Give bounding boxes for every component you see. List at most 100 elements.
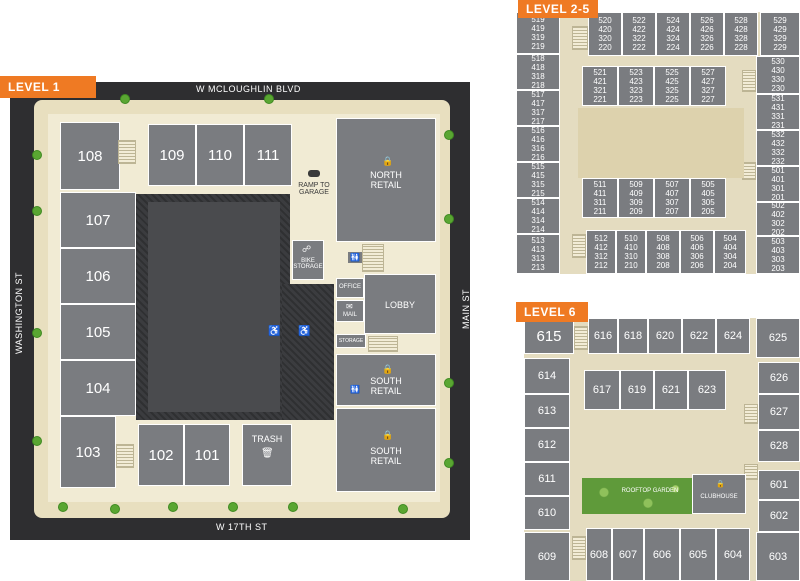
- unit-627[interactable]: 627: [758, 394, 800, 430]
- unit-110[interactable]: 110: [196, 124, 244, 186]
- unit-617[interactable]: 617: [584, 370, 620, 410]
- unit-111[interactable]: 111: [244, 124, 292, 186]
- unit-stack-right-5[interactable]: 503 403 303 203: [756, 236, 800, 274]
- south-retail-1-label: SOUTH RETAIL: [370, 376, 402, 396]
- street-west: WASHINGTON ST: [14, 271, 25, 355]
- unit-608[interactable]: 608: [586, 528, 612, 581]
- trash-icon: 🗑: [261, 448, 274, 459]
- unit-stack-inner-bottom-0[interactable]: 511 411 311 211: [582, 178, 618, 218]
- unit-601[interactable]: 601: [758, 470, 800, 500]
- tree-icon: [58, 502, 68, 512]
- tree-icon: [32, 328, 42, 338]
- south-retail-2-label: SOUTH RETAIL: [370, 446, 402, 466]
- unit-stack-top-0[interactable]: 520 420 320 220: [588, 12, 622, 56]
- unit-616[interactable]: 616: [588, 318, 618, 354]
- lobby[interactable]: [364, 274, 436, 334]
- tree-icon: [444, 458, 454, 468]
- unit-stack-left-3[interactable]: 516 416 316 216: [516, 126, 560, 162]
- office[interactable]: [336, 278, 364, 298]
- stair-sw: [116, 444, 134, 468]
- unit-stack-right-3[interactable]: 501 401 301 201: [756, 166, 800, 202]
- trash[interactable]: [242, 424, 292, 486]
- unit-103[interactable]: 103: [60, 416, 116, 488]
- unit-stack-left-2[interactable]: 517 417 317 217: [516, 90, 560, 126]
- unit-107[interactable]: 107: [60, 192, 136, 248]
- unit-106[interactable]: 106: [60, 248, 136, 304]
- tree-icon: [120, 94, 130, 104]
- unit-stack-inner-top-2[interactable]: 525 425 325 225: [654, 66, 690, 106]
- unit-605[interactable]: 605: [680, 528, 716, 581]
- unit-stack-left-4[interactable]: 515 415 315 215: [516, 162, 560, 198]
- unit-stack-right-2[interactable]: 532 432 332 232: [756, 130, 800, 166]
- unit-109[interactable]: 109: [148, 124, 196, 186]
- clubhouse[interactable]: [692, 474, 746, 514]
- unit-stack-bottom-0[interactable]: 512 412 312 212: [586, 230, 616, 274]
- unit-614[interactable]: 614: [524, 358, 570, 394]
- stair-l25-sw: [572, 234, 586, 258]
- unit-stack-top-5[interactable]: 529 429 329 229: [760, 12, 800, 56]
- unit-610[interactable]: 610: [524, 496, 570, 530]
- unit-621[interactable]: 621: [654, 370, 688, 410]
- unit-613[interactable]: 613: [524, 394, 570, 428]
- mail[interactable]: [336, 300, 364, 322]
- unit-624[interactable]: 624: [716, 318, 750, 354]
- unit-stack-bottom-2[interactable]: 508 408 308 208: [646, 230, 680, 274]
- unit-612[interactable]: 612: [524, 428, 570, 462]
- unit-stack-bottom-3[interactable]: 506 406 306 206: [680, 230, 714, 274]
- unit-stack-bottom-1[interactable]: 510 410 310 210: [616, 230, 646, 274]
- tree-icon: [398, 504, 408, 514]
- unit-stack-top-1[interactable]: 522 422 322 222: [622, 12, 656, 56]
- unit-628[interactable]: 628: [758, 430, 800, 462]
- unit-stack-inner-bottom-3[interactable]: 505 405 305 205: [690, 178, 726, 218]
- unit-603[interactable]: 603: [756, 532, 800, 581]
- unit-108[interactable]: 108: [60, 122, 120, 190]
- unit-stack-inner-bottom-2[interactable]: 507 407 307 207: [654, 178, 690, 218]
- tree-icon: [32, 436, 42, 446]
- unit-stack-left-1[interactable]: 518 418 318 218: [516, 54, 560, 90]
- tree-icon: [110, 504, 120, 514]
- unit-619[interactable]: 619: [620, 370, 654, 410]
- unit-620[interactable]: 620: [648, 318, 682, 354]
- unit-stack-top-4[interactable]: 528 428 328 228: [724, 12, 758, 56]
- storage[interactable]: [336, 334, 366, 348]
- unit-stack-left-6[interactable]: 513 413 313 213: [516, 234, 560, 274]
- unit-607[interactable]: 607: [612, 528, 644, 581]
- unit-615[interactable]: 615: [524, 318, 574, 354]
- unit-604[interactable]: 604: [716, 528, 750, 581]
- tree-icon: [444, 214, 454, 224]
- unit-stack-right-4[interactable]: 502 402 302 202: [756, 201, 800, 237]
- south-retail-2[interactable]: [336, 408, 436, 492]
- unit-623[interactable]: 623: [688, 370, 726, 410]
- unit-104[interactable]: 104: [60, 360, 136, 416]
- unit-stack-right-0[interactable]: 530 430 330 230: [756, 56, 800, 94]
- mail-icon: ✉: [346, 302, 353, 311]
- rooftop-garden[interactable]: [582, 478, 692, 514]
- unit-606[interactable]: 606: [644, 528, 680, 581]
- unit-stack-inner-top-3[interactable]: 527 427 327 227: [690, 66, 726, 106]
- unit-stack-top-3[interactable]: 526 426 326 226: [690, 12, 724, 56]
- unit-stack-inner-top-0[interactable]: 521 421 321 221: [582, 66, 618, 106]
- unit-611[interactable]: 611: [524, 462, 570, 496]
- unit-stack-left-5[interactable]: 514 414 314 214: [516, 198, 560, 234]
- tree-icon: [32, 150, 42, 160]
- storage-label: STORAGE: [338, 338, 364, 344]
- unit-602[interactable]: 602: [758, 500, 800, 532]
- unit-stack-right-1[interactable]: 531 431 331 231: [756, 94, 800, 130]
- unit-105[interactable]: 105: [60, 304, 136, 360]
- unit-102[interactable]: 102: [138, 424, 184, 486]
- south-retail-1[interactable]: [336, 354, 436, 406]
- stair-l6-e: [744, 404, 758, 424]
- unit-101[interactable]: 101: [184, 424, 230, 486]
- unit-609[interactable]: 609: [524, 532, 570, 581]
- unit-stack-bottom-4[interactable]: 504 404 304 204: [714, 230, 746, 274]
- unit-625[interactable]: 625: [756, 318, 800, 358]
- unit-622[interactable]: 622: [682, 318, 716, 354]
- bike-storage[interactable]: [292, 240, 324, 280]
- unit-626[interactable]: 626: [758, 362, 800, 394]
- unit-618[interactable]: 618: [618, 318, 648, 354]
- unit-stack-inner-bottom-1[interactable]: 509 409 309 209: [618, 178, 654, 218]
- north-retail[interactable]: [336, 118, 436, 242]
- unit-stack-inner-top-1[interactable]: 523 423 323 223: [618, 66, 654, 106]
- unit-stack-top-2[interactable]: 524 424 324 224: [656, 12, 690, 56]
- unit-stack-left-0[interactable]: 519 419 319 219: [516, 12, 560, 54]
